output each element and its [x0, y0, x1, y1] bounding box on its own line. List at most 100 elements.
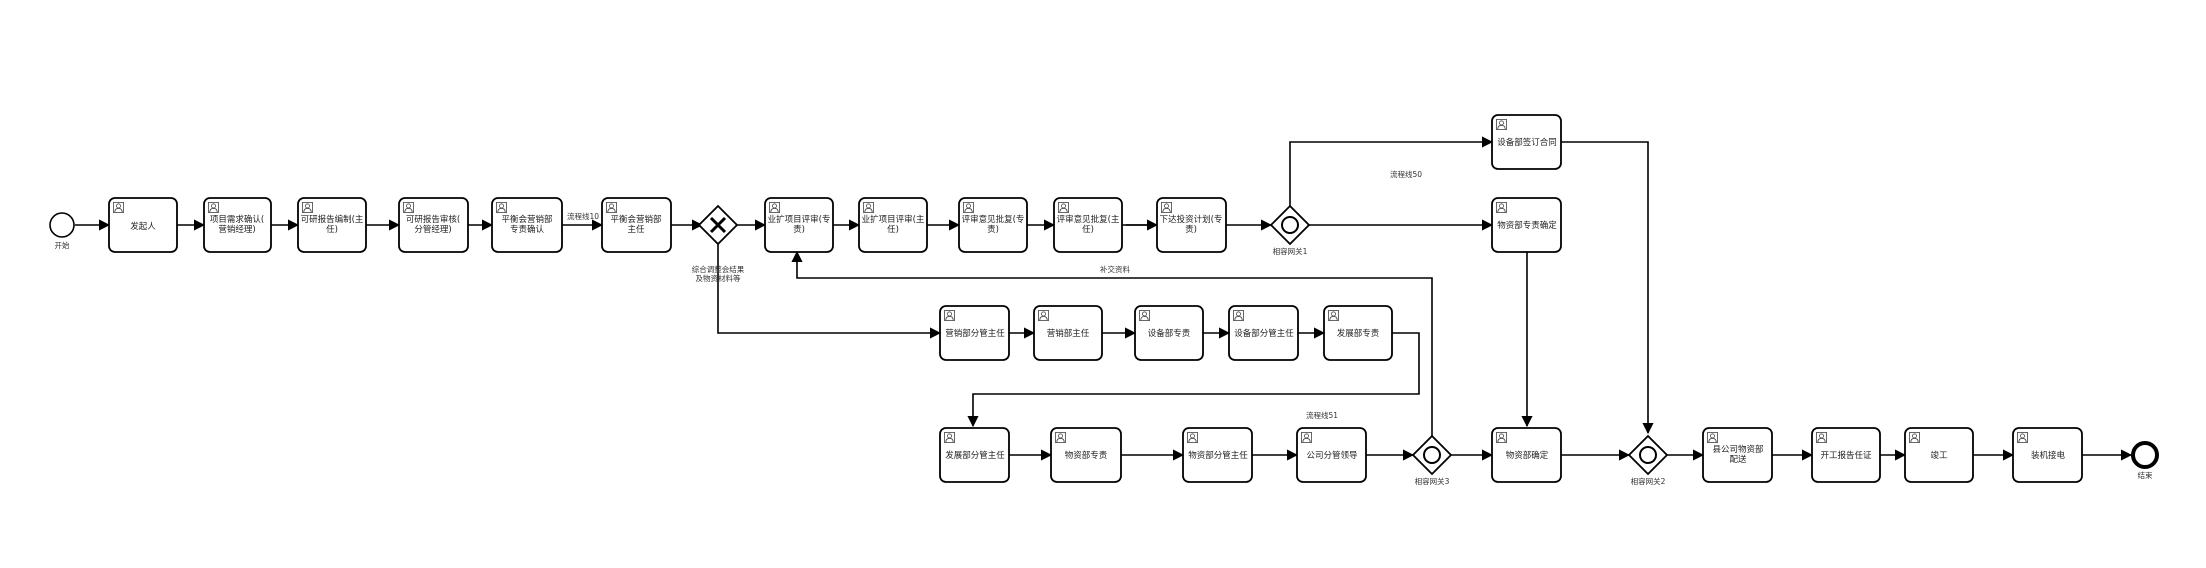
user-icon	[1058, 202, 1069, 213]
svg-text:营销部主任: 营销部主任	[1047, 328, 1090, 339]
svg-text:县公司物资部: 县公司物资部	[1712, 444, 1764, 455]
task-marketing-deputy[interactable]: 营销部分管主任	[939, 305, 1010, 361]
user-icon	[944, 432, 955, 443]
flow-label-f4: 流程线51	[1306, 410, 1338, 420]
user-icon	[1328, 310, 1339, 321]
svg-text:营销部分管主任: 营销部分管主任	[945, 328, 1005, 339]
task-completion[interactable]: 竣工	[1904, 427, 1974, 483]
user-icon	[1496, 119, 1507, 130]
user-icon	[1301, 432, 1312, 443]
svg-text:专责确认: 专责确认	[510, 224, 545, 235]
start-event[interactable]	[49, 212, 75, 238]
user-icon	[963, 202, 974, 213]
user-icon	[1161, 202, 1172, 213]
end-event-label: 结束	[2138, 470, 2154, 480]
svg-text:设备部签订合同: 设备部签订合同	[1497, 137, 1557, 148]
task-company-leader[interactable]: 公司分管领导	[1296, 427, 1367, 483]
user-icon	[496, 202, 507, 213]
svg-text:业扩项目评审(主: 业扩项目评审(主	[862, 214, 925, 225]
user-icon	[113, 202, 124, 213]
task-balance-director[interactable]: 平衡会营销部 主任	[601, 197, 672, 253]
user-icon	[1233, 310, 1244, 321]
svg-text:任): 任)	[1082, 224, 1094, 235]
svg-text:评审意见批复(专: 评审意见批复(专	[962, 214, 1025, 225]
svg-text:开工报告任证: 开工报告任证	[1820, 450, 1872, 461]
svg-text:主任: 主任	[627, 224, 645, 235]
task-requirement-confirm[interactable]: 项目需求确认( 营销经理)	[203, 197, 272, 253]
task-equipment-deputy[interactable]: 设备部分管主任	[1228, 305, 1299, 361]
user-icon	[1038, 310, 1049, 321]
svg-text:任): 任)	[887, 224, 899, 235]
svg-text:任): 任)	[326, 224, 338, 235]
task-balance-specialist[interactable]: 平衡会营销部 专责确认	[491, 197, 563, 253]
user-icon	[208, 202, 219, 213]
svg-text:下达投资计划(专: 下达投资计划(专	[1160, 214, 1223, 225]
flow-label-f1: 流程线10	[567, 211, 599, 221]
task-equipment-specialist[interactable]: 设备部专责	[1134, 305, 1204, 361]
svg-text:设备部专责: 设备部专责	[1148, 328, 1191, 339]
svg-text:项目需求确认(: 项目需求确认(	[210, 214, 264, 225]
user-icon	[1496, 202, 1507, 213]
svg-text:营销经理): 营销经理)	[218, 224, 255, 235]
sequence-flows	[75, 136, 2133, 461]
svg-text:发展部分管主任: 发展部分管主任	[945, 450, 1005, 461]
task-opinion-reply-director[interactable]: 评审意见批复(主 任)	[1053, 197, 1123, 253]
start-event-label: 开始	[55, 240, 70, 250]
user-icon	[403, 202, 414, 213]
task-material-specialist-confirm[interactable]: 物资部专责确定	[1491, 197, 1562, 253]
svg-text:物资部专责确定: 物资部专责确定	[1497, 220, 1557, 231]
svg-text:物资部确定: 物资部确定	[1506, 450, 1549, 461]
task-development-specialist[interactable]: 发展部专责	[1323, 305, 1393, 361]
svg-text:装机接电: 装机接电	[2031, 450, 2066, 461]
flow-label-f2: 补交资料	[1100, 264, 1130, 274]
task-investment-plan-specialist[interactable]: 下达投资计划(专 责)	[1156, 197, 1227, 253]
task-initiator[interactable]: 发起人	[108, 197, 178, 253]
task-material-confirm[interactable]: 物资部确定	[1491, 427, 1562, 483]
user-icon	[944, 310, 955, 321]
user-icon	[1187, 432, 1198, 443]
svg-text:分管经理): 分管经理)	[414, 224, 451, 235]
user-icon	[1055, 432, 1066, 443]
task-opinion-reply-specialist[interactable]: 评审意见批复(专 责)	[958, 197, 1028, 253]
svg-text:设备部分管主任: 设备部分管主任	[1234, 328, 1294, 339]
exclusive-gateway[interactable]	[697, 204, 739, 246]
svg-text:物资部专责: 物资部专责	[1065, 450, 1108, 461]
svg-text:平衡会营销部: 平衡会营销部	[610, 214, 662, 225]
svg-text:竣工: 竣工	[1930, 450, 1948, 461]
task-feasibility-compile[interactable]: 可研报告编制(主 任)	[297, 197, 367, 253]
svg-text:公司分管领导: 公司分管领导	[1306, 450, 1358, 461]
task-material-deputy[interactable]: 物资部分管主任	[1182, 427, 1253, 483]
user-icon	[1909, 432, 1920, 443]
task-power-connect[interactable]: 装机接电	[2012, 427, 2083, 483]
xor-gateway-label-line2: 及物资材料等	[696, 273, 741, 283]
flow-label-f3: 流程线50	[1390, 169, 1422, 179]
inclusive-gateway-2[interactable]	[1627, 434, 1669, 476]
task-material-specialist[interactable]: 物资部专责	[1050, 427, 1122, 483]
svg-text:发起人: 发起人	[130, 221, 156, 232]
user-icon	[1496, 432, 1507, 443]
end-event[interactable]	[2131, 441, 2159, 469]
user-icon	[863, 202, 874, 213]
task-equipment-contract[interactable]: 设备部签订合同	[1491, 114, 1562, 170]
svg-text:发展部专责: 发展部专责	[1337, 328, 1380, 339]
task-project-review-specialist[interactable]: 业扩项目评审(专 责)	[764, 197, 834, 253]
user-icon	[1816, 432, 1827, 443]
inclusive-gateway-3[interactable]	[1411, 434, 1453, 476]
task-start-report[interactable]: 开工报告任证	[1811, 427, 1881, 483]
svg-text:责): 责)	[987, 224, 999, 235]
inclusive-gateway-2-label: 相容网关2	[1631, 476, 1666, 486]
task-marketing-director[interactable]: 营销部主任	[1033, 305, 1103, 361]
task-project-review-director[interactable]: 业扩项目评审(主 任)	[858, 197, 928, 253]
user-icon	[1707, 432, 1718, 443]
svg-text:配送: 配送	[1729, 454, 1747, 465]
svg-text:可研报告编制(主: 可研报告编制(主	[301, 214, 364, 225]
user-icon	[2017, 432, 2028, 443]
task-county-material-delivery[interactable]: 县公司物资部 配送	[1702, 427, 1773, 483]
task-development-deputy[interactable]: 发展部分管主任	[939, 427, 1010, 483]
svg-text:业扩项目评审(专: 业扩项目评审(专	[768, 214, 831, 225]
svg-text:责): 责)	[793, 224, 805, 235]
user-icon	[606, 202, 617, 213]
task-feasibility-review[interactable]: 可研报告审核( 分管经理)	[398, 197, 469, 253]
inclusive-gateway-1[interactable]	[1269, 204, 1311, 246]
